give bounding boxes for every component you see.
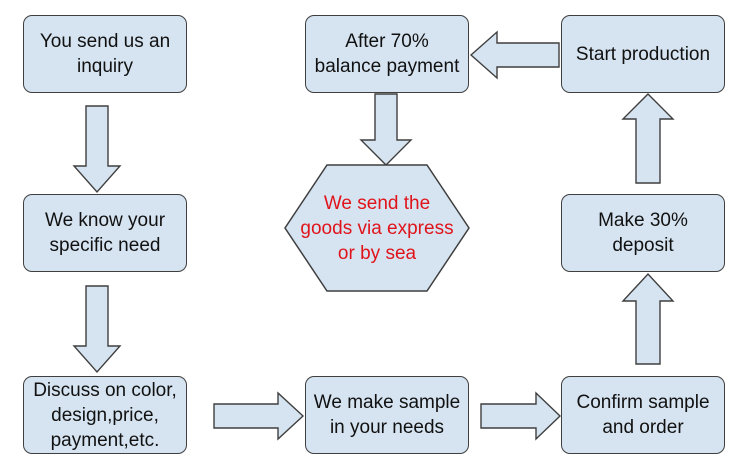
step-make-sample: We make sample in your needs [305,376,469,454]
arrow-inquiry-to-know [72,105,122,194]
arrow-confirm-to-deposit [621,272,675,365]
step-confirm-order-label: Confirm sample and order [576,392,710,438]
step-balance-payment: After 70% balance payment [305,15,469,93]
step-send-inquiry: You send us an inquiry [23,15,187,93]
arrow-discuss-to-sample [213,391,305,441]
step-confirm-order: Confirm sample and order [561,376,725,454]
step-balance-payment-label: After 70% balance payment [314,31,460,77]
arrow-know-to-discuss [72,285,122,374]
step-make-sample-label: We make sample in your needs [313,392,461,438]
arrow-start-to-balance [469,30,560,80]
step-ship-goods: We send the goods via express or by sea [283,163,471,293]
step-start-production: Start production [561,15,725,93]
step-deposit: Make 30% deposit [561,194,725,272]
arrow-balance-to-ship [359,93,413,166]
step-know-need-label: We know your specific need [44,210,166,256]
step-discuss-details: Discuss on color, design,price, payment,… [23,376,187,454]
step-know-need: We know your specific need [23,194,187,272]
step-discuss-details-label: Discuss on color, design,price, payment,… [33,379,177,451]
arrow-sample-to-confirm [480,391,562,441]
hexagon-shape [284,164,470,292]
arrow-deposit-to-start [621,93,675,184]
step-deposit-label: Make 30% deposit [598,210,688,256]
step-start-production-label: Start production [575,43,711,65]
step-ship-goods-label: We send the goods via express or by sea [300,192,454,264]
step-send-inquiry-label: You send us an inquiry [39,31,171,77]
